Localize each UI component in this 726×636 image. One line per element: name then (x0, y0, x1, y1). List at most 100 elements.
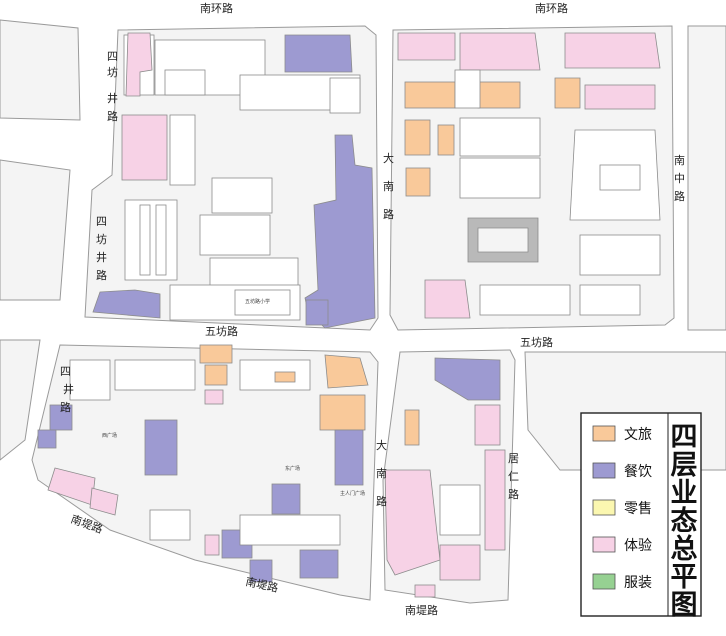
ne-buildings (397, 32, 661, 319)
ne-building (579, 234, 661, 276)
experience-zone (439, 544, 481, 581)
legend-label: 服装 (624, 575, 652, 591)
nw-building (211, 177, 273, 214)
road-label-nanzhong: 南中路 (674, 154, 685, 203)
legend-swatch (592, 462, 616, 479)
cultural-tourism-zone (477, 81, 521, 109)
cultural-tourism-zone (274, 371, 296, 383)
place-label-gate-plaza: 主人门广场 (340, 490, 365, 497)
cultural-tourism-zone (199, 344, 233, 364)
ne-building (459, 117, 541, 157)
nw-buildings (92, 32, 376, 329)
experience-zone (89, 487, 119, 516)
ne-building (459, 157, 541, 199)
dining-zone (37, 429, 57, 449)
place-label-school: 五坊路小学 (245, 298, 270, 305)
cultural-tourism-zone (404, 409, 420, 446)
experience-zone (474, 404, 501, 446)
legend-swatch (592, 425, 616, 442)
legend-label: 零售 (624, 501, 652, 517)
experience-zone (459, 32, 541, 71)
dining-zone (434, 357, 501, 401)
road-label-sifang-upper: 四坊井路 (107, 50, 118, 123)
legend-label: 体验 (624, 538, 652, 554)
sw-buildings (37, 344, 369, 583)
nw-building (209, 257, 299, 289)
block-far-west-low (0, 339, 41, 461)
experience-zone (564, 32, 661, 69)
experience-zone (121, 114, 168, 181)
cultural-tourism-zone (554, 77, 581, 109)
experience-zone (584, 84, 656, 110)
ne-building (599, 164, 641, 191)
dining-zone (299, 549, 339, 579)
experience-zone (397, 32, 456, 61)
road-labels: 南环路 南环路 五坊路 五坊路 (200, 2, 568, 349)
experience-zone (484, 449, 506, 551)
cultural-tourism-zone (404, 119, 431, 156)
nw-building (169, 114, 196, 186)
legend-title: 四层业态总平图 (671, 422, 698, 621)
cultural-tourism-zone (319, 394, 366, 431)
road-label-danan-upper: 大南路 (383, 151, 394, 221)
se-building (439, 484, 481, 536)
road-label-south-ring-left: 南环路 (200, 2, 233, 15)
road-label-juren: 居仁路 (508, 452, 519, 501)
sw-building (149, 509, 191, 541)
cultural-tourism-zone (405, 167, 431, 197)
road-label-wufang-right: 五坊路 (520, 335, 553, 349)
nw-building (139, 204, 151, 276)
nw-building (329, 77, 361, 114)
nw-building (155, 204, 167, 276)
school-building (234, 289, 291, 316)
legend-swatch (592, 499, 616, 516)
block-far-west-mid (0, 159, 71, 301)
dining-zone (284, 34, 353, 73)
legend-swatch (592, 536, 616, 553)
sw-building (69, 359, 111, 401)
place-label-west-plaza: 西广场 (102, 432, 117, 439)
dining-zone (49, 404, 73, 431)
nw-building (199, 214, 271, 256)
legend-label: 文旅 (624, 427, 652, 443)
dining-zone (144, 419, 178, 476)
experience-zone (204, 389, 224, 405)
dining-zone (271, 483, 301, 515)
experience-zone (125, 32, 153, 97)
road-label-sifang-mid: 四坊井路 (96, 215, 107, 282)
legend-swatch (592, 573, 616, 590)
road-label-danan-lower: 大南路 (376, 438, 387, 508)
sw-building (239, 514, 341, 546)
se-buildings (384, 357, 506, 598)
experience-zone (204, 534, 220, 556)
experience-zone (424, 279, 471, 319)
courtyard-ring (467, 217, 539, 263)
dining-zone (305, 299, 329, 326)
experience-zone (384, 469, 441, 576)
road-label-wufang-left: 五坊路 (205, 324, 238, 338)
vertical-road-labels: 四坊井路 四坊井路 四井路 大南路 南中路 大南路 居仁路 (60, 50, 685, 508)
road-label-nandi-right: 南堤路 (405, 604, 438, 617)
cultural-tourism-zone (404, 81, 456, 109)
ne-building (454, 69, 481, 109)
legend-label: 餐饮 (624, 464, 652, 480)
block-far-east (687, 25, 726, 331)
dining-zone (92, 289, 161, 319)
dining-zone (249, 559, 273, 583)
experience-zone (414, 584, 436, 598)
cultural-tourism-zone (324, 354, 369, 389)
ne-building (479, 284, 571, 316)
place-label-east-plaza: 东广场 (285, 465, 300, 472)
cultural-tourism-zone (204, 364, 228, 386)
ne-building (579, 284, 641, 316)
dining-zone (334, 429, 364, 486)
road-label-south-ring-right: 南环路 (535, 2, 568, 15)
nw-building (124, 199, 178, 281)
road-label-sifang-lower: 四井路 (60, 365, 74, 414)
block-far-west-top (0, 19, 81, 121)
cultural-tourism-zone (437, 124, 455, 156)
